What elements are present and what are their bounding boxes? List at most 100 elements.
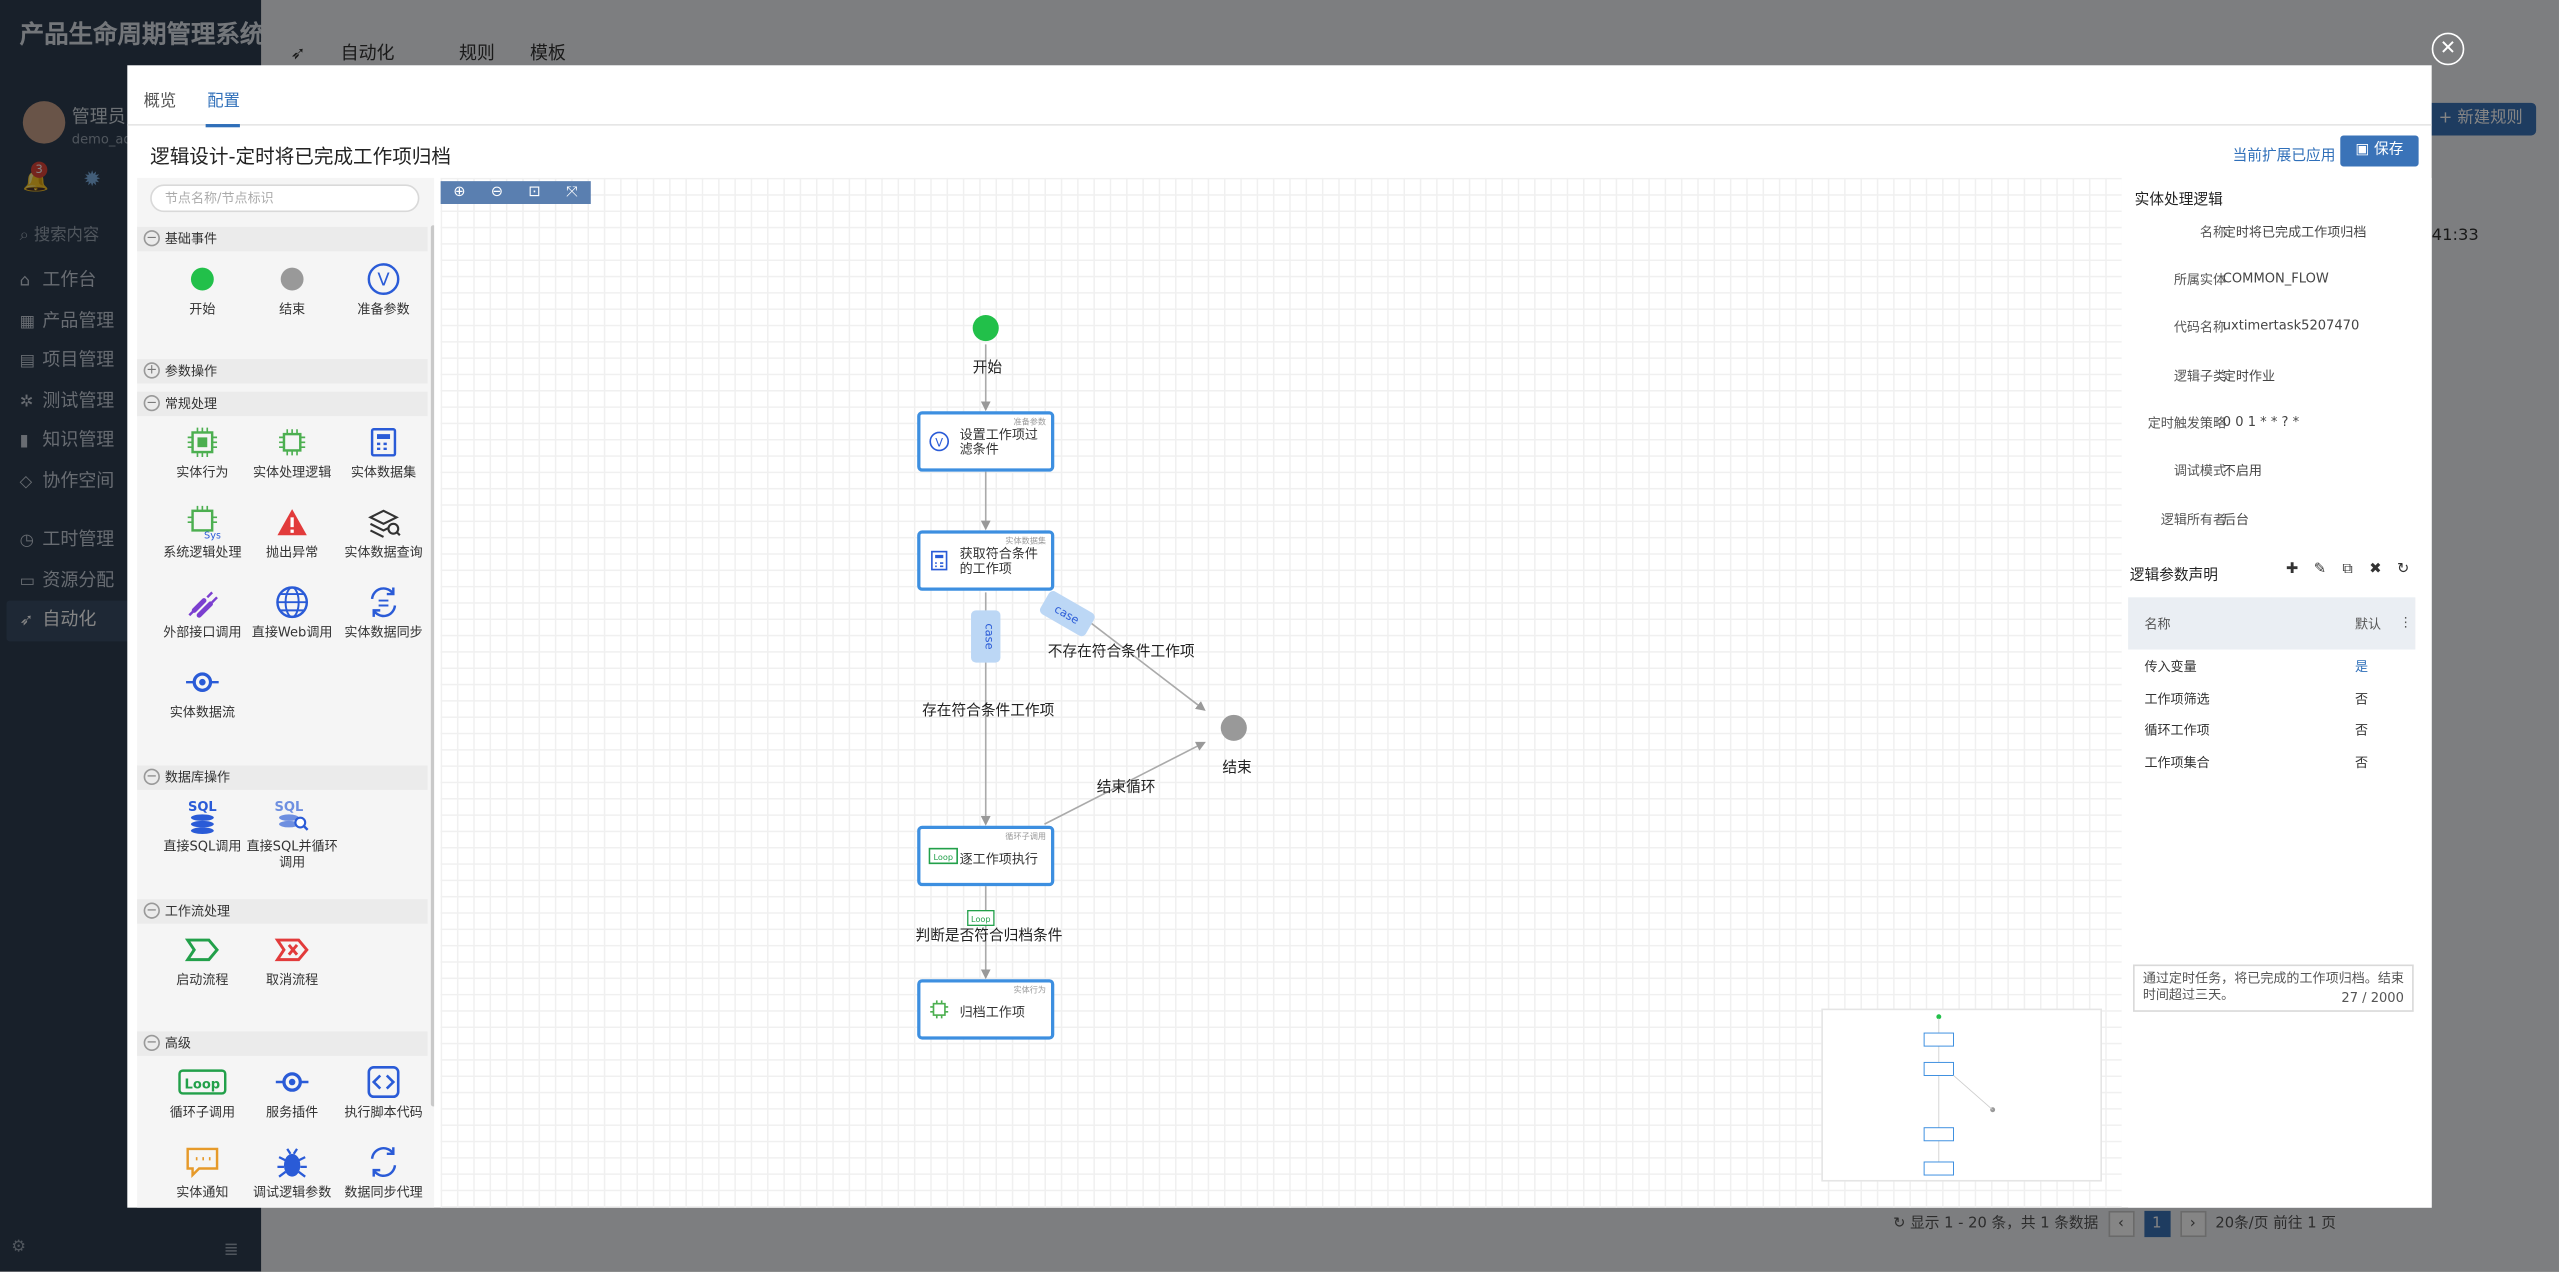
flow-node-loop[interactable]: 循环子调用 Loop 逐工作项执行: [917, 825, 1055, 887]
zoom-out-icon[interactable]: ⊖: [490, 184, 504, 201]
edge-label-not-exist[interactable]: 不存在符合条件工作项: [1047, 644, 1195, 661]
service-plugin-icon: [275, 1072, 309, 1092]
prop-value-code[interactable]: uxtimertask5207470: [2222, 318, 2360, 333]
params-table: 名称 默认 ⋮ 传入变量是 工作项筛选否 循环工作项否 工作项集合否: [2128, 597, 2416, 777]
palette-item-entity-logic[interactable]: 实体处理逻辑: [246, 424, 337, 481]
edge-label-end-loop[interactable]: 结束循环: [1096, 780, 1156, 797]
section-basic-events[interactable]: −基础事件: [137, 226, 428, 252]
sidebar-item-knowledge[interactable]: ▮知识管理: [0, 421, 261, 461]
prev-page-button[interactable]: ‹: [2107, 1210, 2135, 1238]
palette-item-entity-notify[interactable]: 实体通知: [157, 1144, 248, 1201]
prop-value-debug[interactable]: 不启用: [2222, 463, 2262, 479]
flow-canvas[interactable]: ⊕ ⊖ ⊡ ⤧ case case Loop 开: [440, 177, 2122, 1208]
palette-item-throw-exception[interactable]: 抛出异常: [246, 504, 337, 561]
monitor-icon: ▭: [19, 572, 36, 590]
section-advanced[interactable]: −高级: [137, 1031, 428, 1056]
palette-item-entity-sync[interactable]: 实体数据同步: [338, 584, 429, 641]
palette-item-external-api[interactable]: 外部接口调用: [157, 584, 248, 641]
next-page-button[interactable]: ›: [2179, 1210, 2206, 1238]
prop-value-name[interactable]: 定时将已完成工作项归档: [2222, 225, 2367, 240]
sidebar-item-project[interactable]: ▤项目管理: [0, 341, 261, 381]
table-row[interactable]: 传入变量是: [2144, 659, 2369, 675]
tab-config[interactable]: 配置: [207, 93, 240, 111]
fit-icon[interactable]: ⊡: [528, 184, 541, 201]
bug-icon: ✲: [19, 392, 34, 411]
edge-label-exist[interactable]: 存在符合条件工作项: [922, 703, 1055, 720]
palette-item-entity-dataset[interactable]: 实体数据集: [338, 424, 429, 481]
palette-item-web-call[interactable]: 直接Web调用: [246, 584, 337, 641]
stream-icon: [186, 672, 219, 692]
collapse-menu-icon[interactable]: ≣: [223, 1238, 239, 1260]
palette-scrollbar[interactable]: [430, 225, 435, 1107]
sidebar-item-resource[interactable]: ▭资源分配: [0, 561, 261, 601]
sidebar-item-product[interactable]: ▦产品管理: [0, 301, 261, 341]
prop-value-schedule[interactable]: 0 0 1 * * ? *: [2222, 414, 2300, 430]
refresh-icon[interactable]: ↻: [1893, 1215, 1911, 1233]
flow-node-archive[interactable]: 实体行为 归档工作项: [917, 979, 1055, 1040]
palette-item-cancel-flow[interactable]: 取消流程: [246, 932, 337, 989]
palette-item-entity-stream[interactable]: 实体数据流: [157, 664, 248, 721]
memo-textarea[interactable]: 通过定时任务，将已完成的工作项归档。结束时间超过三天。 27 / 2000: [2133, 964, 2414, 1012]
canvas-minimap[interactable]: [1821, 1008, 2103, 1182]
prop-value-entity[interactable]: COMMON_FLOW: [2222, 270, 2329, 286]
flow-node-get-items[interactable]: 实体数据集 获取符合条件的工作项: [917, 530, 1055, 591]
close-icon[interactable]: ✕: [2431, 32, 2465, 66]
delete-icon[interactable]: ✖: [2369, 561, 2382, 578]
palette-item-service-plugin[interactable]: 服务插件: [246, 1064, 337, 1121]
prop-value-subtype[interactable]: 定时作业: [2222, 368, 2276, 384]
flow-node-set-filter[interactable]: 准备参数 V 设置工作项过滤条件: [917, 411, 1055, 472]
table-row[interactable]: 循环工作项否: [2144, 722, 2369, 738]
section-database[interactable]: −数据库操作: [137, 765, 428, 790]
palette-item-entity-action[interactable]: 实体行为: [157, 424, 248, 481]
section-param-ops[interactable]: +参数操作: [137, 359, 428, 384]
column-menu-icon[interactable]: ⋮: [2399, 615, 2413, 630]
extension-link[interactable]: 当前扩展已应用: [2232, 148, 2336, 165]
edit-icon[interactable]: ✎: [2313, 561, 2327, 578]
palette-item-debug-params[interactable]: 调试逻辑参数: [246, 1144, 337, 1201]
sidebar-item-workbench[interactable]: ⌂工作台: [0, 261, 261, 301]
new-rule-button[interactable]: + 新建规则: [2425, 102, 2537, 136]
tab-overview[interactable]: 概览: [143, 93, 177, 111]
avatar[interactable]: [22, 101, 66, 144]
add-icon[interactable]: ✚: [2285, 561, 2299, 578]
copy-icon[interactable]: ⧉: [2342, 561, 2353, 578]
tab-templates[interactable]: 模板: [529, 42, 566, 64]
properties-title: 实体处理逻辑: [2134, 192, 2223, 209]
palette-item-sync-proxy[interactable]: 数据同步代理: [338, 1144, 429, 1201]
sidebar-item-hours[interactable]: ◷工时管理: [0, 521, 261, 561]
save-button[interactable]: ▣ 保存: [2340, 135, 2419, 167]
gear-icon[interactable]: ✹: [83, 168, 102, 193]
section-workflow[interactable]: −工作流处理: [137, 899, 428, 924]
sidebar-search[interactable]: ⌕ 搜索内容: [19, 226, 100, 245]
page-current[interactable]: 1: [2143, 1210, 2170, 1238]
palette-item-start[interactable]: 开始: [157, 261, 248, 318]
tab-rules[interactable]: 规则: [458, 42, 495, 64]
goto-input[interactable]: 1: [2307, 1215, 2317, 1233]
table-row[interactable]: 工作项集合否: [2144, 754, 2369, 770]
sidebar-item-collab[interactable]: ◇协作空间: [0, 461, 261, 501]
fullscreen-icon[interactable]: ⤧: [566, 184, 578, 201]
settings-icon[interactable]: ⚙: [11, 1238, 27, 1257]
sidebar-item-test[interactable]: ✲测试管理: [0, 381, 261, 421]
tab-automation[interactable]: ➶ 自动化: [290, 42, 395, 64]
node-search-input[interactable]: 节点名称/节点标识: [150, 184, 420, 213]
section-general[interactable]: −常规处理: [137, 391, 428, 417]
page-size-select[interactable]: 20条/页: [2215, 1215, 2269, 1233]
refresh-icon[interactable]: ↻: [2396, 561, 2410, 578]
palette-item-start-flow[interactable]: 启动流程: [157, 932, 248, 989]
prop-row-owner: 逻辑所有者后台: [2160, 512, 2249, 528]
prop-value-owner[interactable]: 后台: [2222, 512, 2249, 528]
rocket-icon: ➶: [19, 612, 34, 630]
zoom-in-icon[interactable]: ⊕: [453, 184, 466, 201]
edge-label-check[interactable]: 判断是否符合归档条件: [915, 928, 1063, 945]
table-row[interactable]: 工作项筛选否: [2144, 691, 2369, 706]
palette-item-entity-query[interactable]: 实体数据查询: [338, 504, 429, 561]
palette-item-exec-script[interactable]: 执行脚本代码: [338, 1064, 429, 1121]
palette-item-end[interactable]: 结束: [246, 261, 337, 318]
